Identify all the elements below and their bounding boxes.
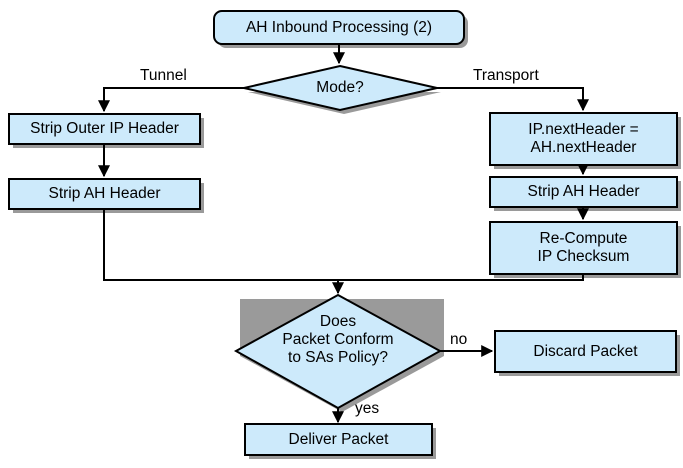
node-deliver-shape[interactable] (244, 423, 433, 456)
node-strip-ah-tunnel-shape[interactable] (8, 178, 201, 210)
edge-label-tunnel: Tunnel (140, 67, 187, 84)
node-strip-ah-transport-shape[interactable] (489, 176, 678, 208)
node-start-shape[interactable] (213, 10, 465, 45)
node-next-header-shape[interactable] (489, 112, 678, 166)
node-discard-shape[interactable] (494, 330, 677, 373)
node-strip-outer-ip-shape[interactable] (8, 113, 201, 145)
node-recompute-shape[interactable] (489, 221, 678, 275)
edge-label-transport: Transport (473, 67, 539, 84)
connector-lines (98, 44, 589, 424)
node-conform-shape[interactable] (233, 293, 443, 410)
node-mode-shape[interactable] (243, 64, 438, 112)
edge-label-no: no (450, 331, 468, 348)
edge-label-yes: yes (355, 400, 380, 417)
